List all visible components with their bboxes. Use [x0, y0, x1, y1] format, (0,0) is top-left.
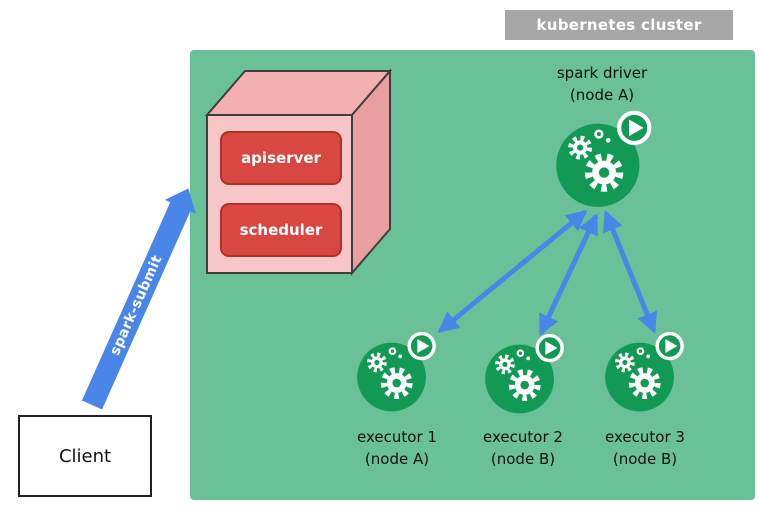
executor1-node: (node A) [364, 449, 430, 468]
executor1-label: executor 1 (node A) [347, 427, 447, 471]
client-label: Client [58, 445, 112, 467]
executor2-node: (node B) [490, 449, 556, 468]
cluster-title-text: kubernetes cluster [536, 16, 702, 34]
executor3-pod-icon [600, 328, 686, 414]
executor2-pod-icon [480, 330, 566, 416]
client-box: Client [18, 415, 152, 497]
spark-driver-label: spark driver (node A) [528, 63, 676, 107]
scheduler-box: scheduler [220, 203, 342, 257]
executor1-pod-icon [352, 328, 438, 414]
spark-submit-label: spark-submit [107, 252, 166, 358]
spark-driver-pod-icon [550, 106, 654, 210]
apiserver-box: apiserver [220, 131, 342, 185]
executor2-label: executor 2 (node B) [473, 427, 573, 471]
executor3-label: executor 3 (node B) [595, 427, 695, 471]
executor2-name: executor 2 [483, 428, 563, 446]
apiserver-label: apiserver [241, 149, 321, 167]
spark-driver-node: (node A) [569, 85, 635, 104]
executor3-node: (node B) [612, 449, 678, 468]
spark-submit-arrow: spark-submit [81, 181, 204, 410]
spark-driver-name: spark driver [556, 64, 648, 82]
cluster-title-badge: kubernetes cluster [505, 10, 733, 40]
scheduler-label: scheduler [239, 221, 323, 239]
executor3-name: executor 3 [605, 428, 685, 446]
executor1-name: executor 1 [357, 428, 437, 446]
